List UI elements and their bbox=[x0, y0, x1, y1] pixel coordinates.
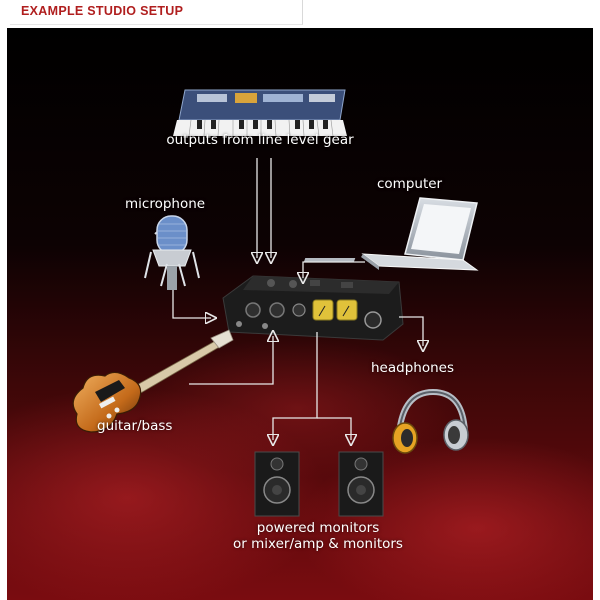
arrow-interface-to-headphones bbox=[399, 316, 423, 346]
label-line-level: outputs from line level gear bbox=[166, 132, 354, 148]
smoke-glow bbox=[137, 338, 457, 478]
microphone-icon bbox=[144, 215, 200, 290]
speaker-icon bbox=[254, 451, 300, 517]
arrow-mic-to-interface bbox=[172, 290, 211, 318]
headphones-icon bbox=[392, 388, 469, 454]
keyboard-icon bbox=[173, 89, 347, 137]
diagram-canvas bbox=[7, 28, 593, 600]
arrow-computer-to-interface bbox=[303, 261, 365, 278]
label-microphone: microphone bbox=[125, 196, 206, 212]
guitar-icon bbox=[72, 329, 234, 433]
label-monitors-line2: or mixer/amp & monitors bbox=[233, 536, 403, 552]
label-monitors-line1: powered monitors bbox=[256, 520, 380, 536]
studio-setup-diagram: outputs from line level gear computer mi… bbox=[7, 28, 593, 600]
header-tab bbox=[10, 0, 303, 25]
arrow-interface-to-monitor bbox=[317, 417, 351, 440]
speaker-icon bbox=[338, 451, 384, 517]
label-headphones: headphones bbox=[371, 360, 454, 376]
arrow-interface-to-monitor bbox=[273, 332, 318, 440]
label-guitar: guitar/bass bbox=[97, 418, 173, 434]
header-band: EXAMPLE STUDIO SETUP bbox=[0, 0, 600, 28]
audio-interface-icon bbox=[222, 275, 404, 341]
laptop-icon bbox=[303, 197, 479, 271]
arrow-guitar-to-interface bbox=[189, 336, 273, 385]
label-computer: computer bbox=[377, 176, 443, 192]
page-title: EXAMPLE STUDIO SETUP bbox=[21, 4, 184, 18]
